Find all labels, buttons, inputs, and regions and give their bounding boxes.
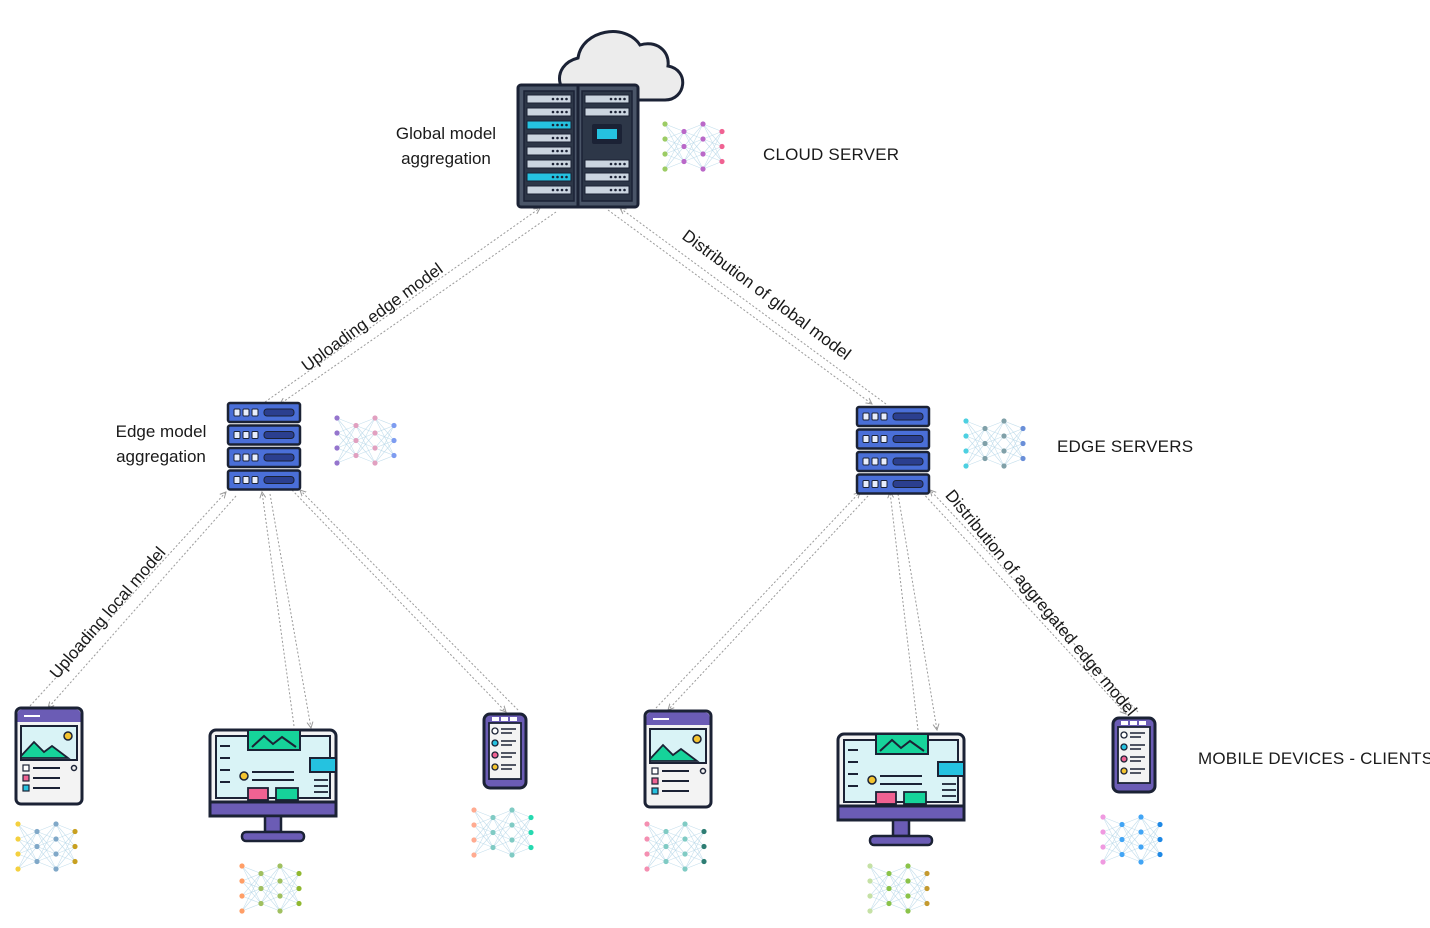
- neural-network-icon: [239, 863, 302, 914]
- arrow-edge1-to-cloud: [264, 208, 540, 403]
- neural-network-icon: [662, 121, 725, 172]
- edge-server-icon: [226, 401, 302, 491]
- arrow-cloud-to-edge1: [280, 211, 557, 404]
- global-aggregation-line2: aggregation: [401, 149, 491, 168]
- arrow-client5-to-edge2: [890, 492, 919, 731]
- neural-network-icon: [471, 807, 534, 858]
- tablet-icon: [14, 706, 84, 806]
- arrow-client1-to-edge1: [29, 492, 226, 707]
- neural-network-icon: [867, 863, 930, 914]
- server-rack-icon: [516, 83, 640, 209]
- arrow-client2-to-edge1: [262, 492, 295, 727]
- edge-aggregation-line2: aggregation: [116, 447, 206, 466]
- arrow-edge1-to-client2: [269, 493, 311, 728]
- arrow-edge1-to-client3: [291, 489, 506, 712]
- neural-network-icon: [334, 415, 397, 466]
- desktop-monitor-icon: [836, 732, 966, 847]
- arrow-edge2-to-client6: [919, 489, 1126, 714]
- edge-aggregation-label: Edge model aggregation: [104, 419, 218, 469]
- arrow-edge2-to-cloud: [620, 208, 887, 405]
- neural-network-icon: [644, 821, 707, 872]
- desktop-monitor-icon: [208, 728, 338, 843]
- neural-network-icon: [15, 821, 78, 872]
- edge-servers-label: EDGE SERVERS: [1057, 437, 1194, 456]
- neural-network-icon: [1100, 814, 1163, 865]
- arrow-edge2-to-client5: [897, 493, 937, 730]
- mobile-clients-label: MOBILE DEVICES - CLIENTS: [1198, 749, 1430, 768]
- tablet-icon: [643, 709, 713, 809]
- global-aggregation-line1: Global model: [395, 124, 497, 143]
- edge-server-icon: [855, 405, 931, 495]
- connection-arrows: [29, 208, 1139, 731]
- neural-network-icon: [963, 418, 1026, 469]
- smartphone-icon: [482, 712, 528, 790]
- arrow-cloud-to-edge2: [607, 209, 872, 404]
- arrow-client3-to-edge1: [300, 490, 519, 711]
- global-aggregation-label: Global model aggregation: [386, 121, 506, 171]
- arrow-client4-to-edge2: [655, 492, 860, 709]
- smartphone-icon: [1111, 716, 1157, 794]
- edge-aggregation-line1: Edge model: [115, 422, 207, 441]
- arrow-client6-to-edge2: [930, 490, 1139, 713]
- cloud-server-label: CLOUD SERVER: [763, 145, 900, 164]
- neural-networks: [15, 121, 1163, 914]
- arrow-edge1-to-client1: [48, 495, 237, 708]
- cloud-icon: [558, 30, 685, 102]
- arrow-edge2-to-client4: [668, 495, 869, 710]
